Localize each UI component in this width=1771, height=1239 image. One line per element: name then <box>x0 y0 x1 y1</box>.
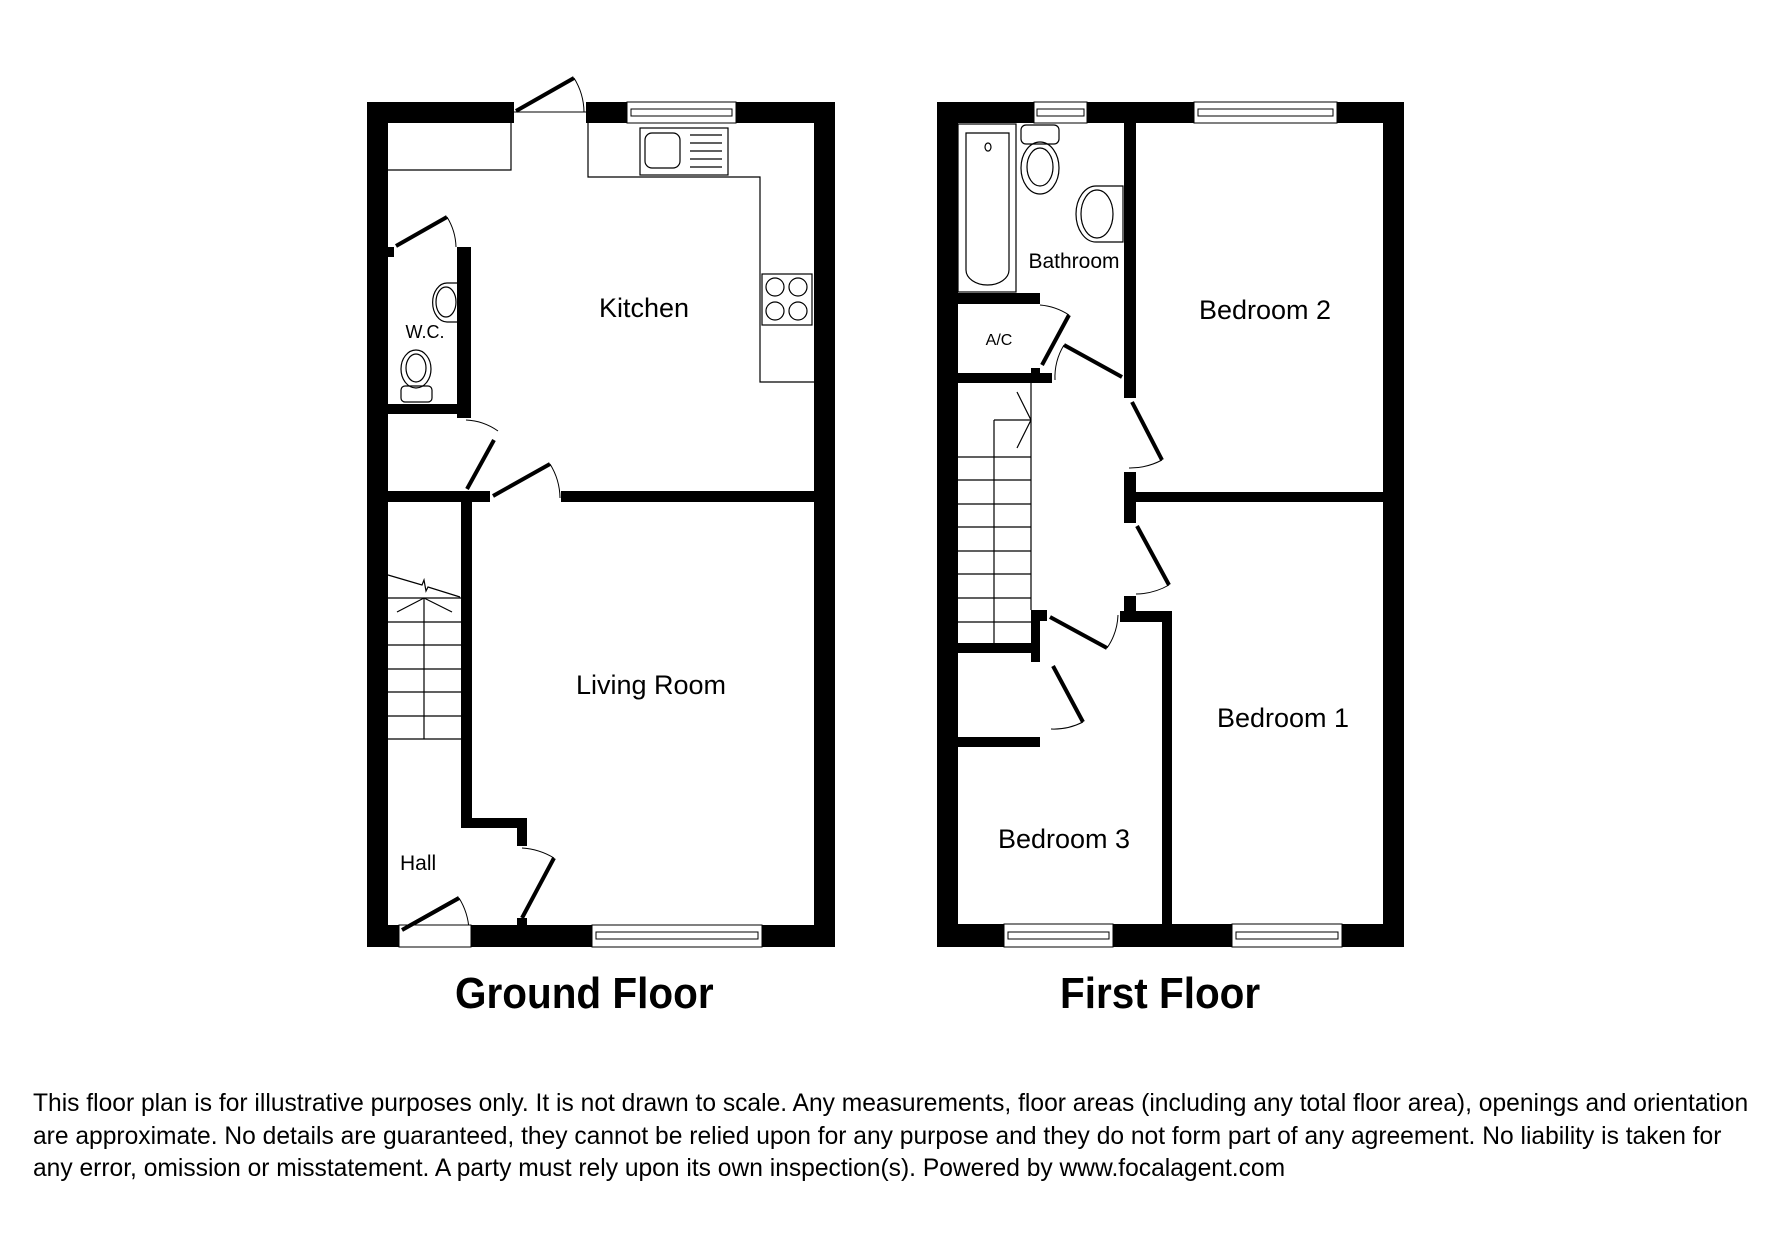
sink-drainer-icon <box>639 127 729 176</box>
first-floor-outer-walls <box>937 102 1404 947</box>
wc-toilet-icon <box>400 349 433 403</box>
ground-floor-title: Ground Floor <box>455 969 714 1018</box>
room-label-bedroom-2: Bedroom 2 <box>1199 295 1331 325</box>
bedroom-3-window <box>1003 923 1114 948</box>
wc-basin-icon <box>432 282 461 323</box>
disclaimer-text: This floor plan is for illustrative purp… <box>33 1090 1749 1182</box>
living-room-window <box>591 924 763 948</box>
ground-floor-internal-walls <box>388 247 814 925</box>
ground-floor-plan: Kitchen W.C. Living Room Hall <box>367 76 835 948</box>
kitchen-window <box>626 101 737 124</box>
ground-floor-staircase-icon <box>387 574 461 740</box>
ground-floor-outer-walls <box>367 102 835 947</box>
first-floor-plan: Bathroom A/C Bedroom 2 Bedroom 1 Bedroom… <box>937 101 1404 948</box>
hob-icon <box>761 273 813 326</box>
room-label-kitchen: Kitchen <box>599 293 689 323</box>
first-floor-staircase-icon <box>958 383 1032 643</box>
kitchen-counters <box>388 123 814 383</box>
bathroom-window <box>1033 101 1088 124</box>
room-label-living-room: Living Room <box>576 670 726 700</box>
room-label-ac-cupboard: A/C <box>986 332 1013 349</box>
room-label-wc: W.C. <box>406 322 445 342</box>
ground-floor-doors <box>395 76 586 948</box>
bathroom-toilet-icon <box>1020 124 1060 195</box>
bathroom-basin-icon <box>1075 185 1124 243</box>
room-label-bathroom: Bathroom <box>1028 250 1119 273</box>
first-floor-internal-walls <box>958 123 1383 925</box>
first-floor-title: First Floor <box>1060 969 1261 1018</box>
room-label-bedroom-1: Bedroom 1 <box>1217 703 1349 733</box>
bedroom-2-window <box>1193 101 1338 124</box>
room-label-bedroom-3: Bedroom 3 <box>998 824 1130 854</box>
bath-icon <box>957 123 1017 293</box>
first-floor-doors <box>1039 304 1171 730</box>
bedroom-1-window <box>1231 923 1343 948</box>
room-label-hall: Hall <box>400 852 436 875</box>
